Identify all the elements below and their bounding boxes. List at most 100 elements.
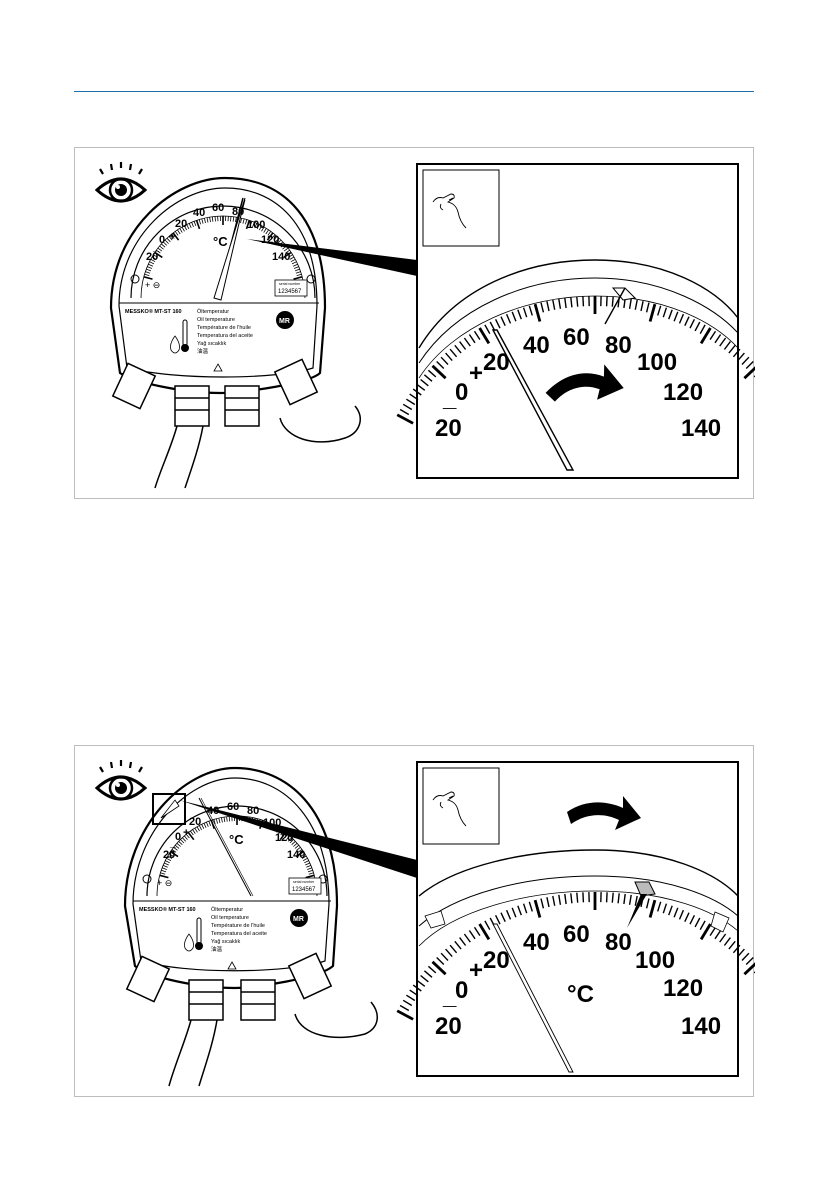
- minor-tick: [709, 330, 717, 340]
- minor-tick: [416, 383, 426, 391]
- small-scale-label-20: 20: [189, 816, 201, 828]
- minor-tick: [468, 930, 476, 940]
- minor-tick: [427, 369, 437, 378]
- minor-tick: [473, 330, 481, 340]
- mr-logo-text: MR: [279, 318, 290, 325]
- minor-tick: [399, 1004, 410, 1012]
- zoom-scale-label-100: 100: [635, 947, 675, 974]
- minor-tick: [307, 867, 313, 870]
- minor-tick: [288, 837, 292, 842]
- minor-tick: [454, 344, 462, 354]
- minor-tick: [292, 263, 298, 267]
- minor-tick: [283, 247, 289, 252]
- minor-tick: [500, 912, 506, 922]
- minor-tick: [168, 236, 173, 241]
- minor-tick: [215, 818, 218, 824]
- minor-tick: [517, 309, 522, 320]
- label-fr: Température de l'huile: [197, 325, 251, 331]
- minor-tick: [186, 224, 190, 230]
- minor-tick: [611, 892, 614, 903]
- zoom-scale-label-120: 120: [663, 975, 703, 1002]
- minor-tick: [484, 920, 491, 931]
- minor-tick: [182, 837, 186, 842]
- minor-tick: [301, 855, 307, 859]
- minor-tick: [165, 860, 170, 864]
- minor-tick: [745, 957, 754, 965]
- rotate-counterclockwise-arrow: [545, 364, 624, 402]
- minor-tick: [420, 378, 429, 387]
- minor-tick: [406, 398, 416, 406]
- small-scale-label-80: 80: [247, 805, 259, 817]
- minor-tick: [146, 268, 152, 272]
- small-scale-label-minus20: 20: [146, 251, 158, 263]
- minor-tick: [522, 903, 528, 914]
- minor-tick: [728, 344, 736, 354]
- minor-tick: [173, 846, 178, 851]
- minor-tick: [662, 903, 668, 914]
- minor-tick: [294, 844, 300, 849]
- minor-tick: [170, 234, 175, 239]
- small-scale-label-0: 0: [159, 234, 165, 246]
- figure-1-drawing: 20 0 20 40 60 80 100 120 140 + _ °C + ⊖ …: [94, 162, 755, 489]
- minor-tick: [148, 263, 154, 267]
- minor-tick: [699, 920, 706, 931]
- minor-tick: [634, 895, 638, 906]
- minor-tick: [163, 862, 169, 866]
- zoom-minus-sign: _: [442, 983, 457, 1010]
- minor-tick: [402, 999, 413, 1007]
- minor-tick: [198, 219, 201, 225]
- minor-tick: [174, 231, 179, 236]
- minor-tick: [737, 948, 745, 958]
- minor-tick: [528, 305, 533, 316]
- minor-tick: [732, 348, 741, 358]
- minor-tick: [177, 229, 181, 235]
- main-pointer: [213, 197, 246, 301]
- major-tick: [743, 962, 755, 976]
- small-scale-label-140: 140: [287, 849, 305, 861]
- minor-tick: [409, 989, 419, 997]
- minor-tick: [147, 266, 153, 269]
- zoom-dial: 20 0 20 40 60 80 100 120 140 + _: [396, 259, 755, 471]
- minor-tick: [162, 241, 168, 246]
- minor-tick: [623, 893, 626, 905]
- label-tr: Yağ sıcaklık: [211, 939, 240, 945]
- small-minus-sign: _: [169, 837, 177, 849]
- main-pointer: [198, 797, 252, 897]
- minor-tick: [166, 237, 171, 243]
- minor-tick: [194, 827, 198, 833]
- major-tick: [699, 327, 712, 345]
- zoom-plus-sign: +: [469, 360, 483, 387]
- minor-tick: [745, 361, 754, 369]
- minor-tick: [511, 907, 517, 918]
- minor-tick: [540, 898, 545, 909]
- minor-tick: [300, 853, 306, 857]
- small-scale-label-40: 40: [193, 207, 205, 219]
- hand-icon-box: [422, 767, 500, 845]
- minor-tick: [719, 933, 727, 943]
- minor-tick: [463, 933, 471, 943]
- label-fr: Température de l'huile: [211, 923, 265, 929]
- label-zh: 油温: [211, 945, 223, 953]
- zoom-scale-label-120: 120: [663, 379, 703, 406]
- minor-tick: [183, 225, 188, 231]
- minor-tick: [176, 842, 181, 847]
- major-tick: [648, 899, 657, 918]
- minor-tick: [732, 944, 741, 954]
- minor-tick: [294, 268, 300, 272]
- major-tick: [159, 874, 169, 879]
- thermometer-icon: [184, 917, 203, 952]
- minor-tick: [440, 952, 449, 961]
- minor-tick: [221, 817, 223, 823]
- minor-tick: [168, 853, 174, 857]
- zoom-scale-label-0: 0: [455, 379, 468, 406]
- minor-tick: [293, 266, 299, 269]
- minor-tick: [582, 892, 585, 903]
- warning-icon: [213, 363, 223, 372]
- serial-caption: serial number: [279, 282, 301, 286]
- minor-tick: [293, 842, 298, 847]
- major-tick: [154, 251, 163, 259]
- minor-tick: [540, 302, 545, 313]
- major-tick: [172, 232, 180, 241]
- minor-tick: [161, 867, 167, 870]
- label-de: Öltemperatur: [211, 906, 243, 913]
